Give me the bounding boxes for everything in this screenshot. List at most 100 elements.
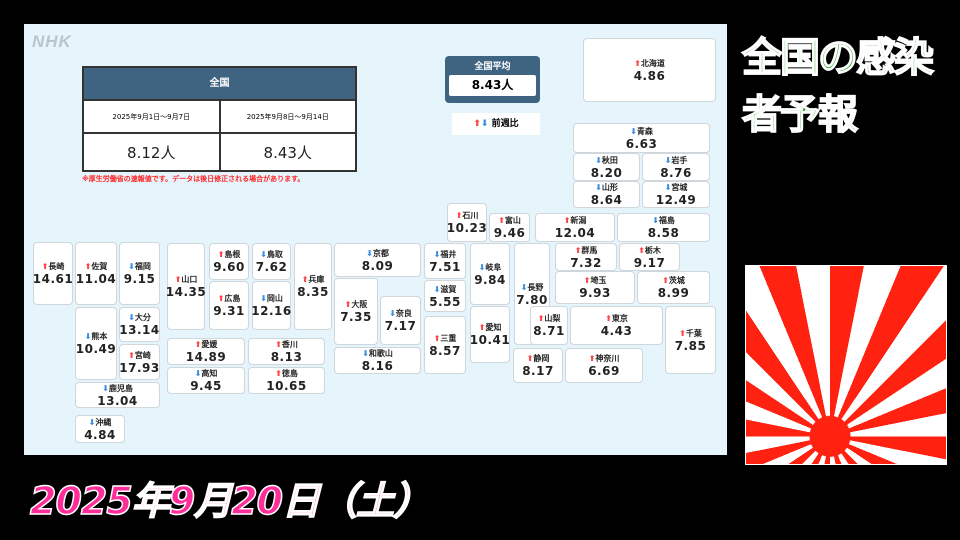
prefecture-name: 山口 [181, 275, 198, 284]
prefecture-value: 8.13 [270, 350, 303, 364]
table-header: 全国 [84, 68, 355, 99]
prefecture-value: 10.49 [75, 342, 117, 356]
prefecture-value: 5.55 [429, 294, 461, 309]
down-arrow-icon: ⬇ [520, 282, 528, 292]
prefecture-value: 8.20 [590, 165, 623, 180]
prefecture-label: ⬆群馬 [575, 245, 598, 256]
up-arrow-icon: ⬆ [275, 340, 282, 349]
up-arrow-icon: ⬆ [634, 58, 641, 68]
up-arrow-icon: ⬆ [433, 333, 441, 343]
trend-legend: ⬆⬇ 前週比 [452, 113, 540, 135]
up-arrow-icon: ⬆ [344, 300, 352, 309]
prefecture-label: ⬆兵庫 [302, 274, 325, 285]
prefecture-name: 山梨 [544, 314, 561, 323]
prefecture-name: 大分 [134, 313, 151, 322]
data-note: ※厚生労働省の速報値です。データは後日修正される場合があります。 [82, 175, 305, 183]
prefecture-label: ⬇福島 [652, 215, 675, 226]
rising-sun-flag-image [745, 265, 947, 465]
prefecture-name: 大阪 [351, 300, 368, 309]
prefecture-name: 三重 [440, 333, 457, 343]
prefecture-value: 9.31 [213, 304, 245, 318]
up-arrow-icon: ⬆ [478, 323, 486, 332]
prefecture-value: 12.04 [554, 226, 596, 240]
prefecture-name: 愛媛 [201, 340, 218, 349]
down-arrow-icon: ⬇ [88, 417, 96, 427]
value-period-1: 8.12人 [84, 132, 219, 170]
down-arrow-icon: ⬇ [194, 369, 202, 378]
up-arrow-icon: ⬆ [662, 276, 669, 285]
prefecture-value: 9.15 [123, 272, 156, 286]
prefecture-value: 9.93 [579, 286, 611, 300]
prefecture-label: ⬇岡山 [260, 293, 283, 304]
prefecture-value: 6.63 [625, 136, 658, 151]
prefecture-label: ⬇奈良 [389, 308, 412, 319]
down-arrow-icon: ⬇ [366, 248, 373, 258]
up-arrow-icon: ⬆ [588, 354, 596, 363]
up-arrow-icon: ⬆ [217, 294, 225, 303]
period-1: 2025年9月1日～9月7日 [84, 99, 219, 132]
up-arrow-icon: ⬆ [638, 245, 645, 255]
prefecture-name: 沖縄 [95, 417, 112, 427]
prefecture-name: 鳥取 [266, 250, 283, 259]
prefecture-value: 4.86 [633, 68, 666, 83]
prefecture-label: ⬇宮城 [665, 182, 688, 193]
prefecture-value: 7.51 [429, 259, 461, 274]
down-arrow-icon: ⬇ [84, 332, 92, 341]
down-arrow-icon: ⬇ [630, 126, 637, 136]
prefecture-label: ⬆大阪 [345, 299, 368, 310]
prefecture-value: 7.35 [340, 310, 372, 324]
prefecture-label: ⬇沖縄 [89, 417, 112, 428]
prefecture-value: 9.84 [474, 272, 506, 287]
prefecture-name: 熊本 [91, 332, 108, 341]
date-caption: 2025年9月20日（土） [29, 478, 432, 524]
prefecture-name: 佐賀 [91, 262, 108, 271]
legend-label: 前週比 [491, 119, 519, 129]
prefecture-name: 群馬 [581, 245, 598, 255]
prefecture-name: 山形 [601, 183, 618, 192]
prefecture-label: ⬆神奈川 [589, 353, 620, 364]
prefecture-label: ⬆徳島 [275, 368, 298, 379]
down-arrow-icon: ⬇ [664, 183, 672, 192]
up-arrow-icon: ⬆ [84, 262, 92, 271]
prefecture-value: 8.99 [657, 286, 690, 300]
down-arrow-icon: ⬇ [433, 284, 441, 294]
prefecture-name: 徳島 [281, 369, 298, 378]
prefecture-name: 埼玉 [590, 276, 607, 285]
down-arrow-icon: ⬇ [362, 349, 369, 358]
prefecture-name: 千葉 [685, 328, 702, 338]
prefecture-name: 兵庫 [308, 275, 325, 284]
prefecture-value: 14.89 [185, 350, 227, 364]
up-arrow-icon: ⬆ [41, 262, 49, 271]
prefecture-value: 7.80 [516, 292, 548, 307]
prefecture-value: 9.60 [213, 260, 245, 274]
prefecture-name: 宮崎 [134, 350, 151, 360]
prefecture-label: ⬇鳥取 [260, 249, 283, 260]
prefecture-label: ⬇大分 [128, 312, 151, 323]
prefecture-label: ⬆長崎 [42, 261, 65, 272]
prefecture-value: 7.32 [570, 255, 602, 270]
prefecture-label: ⬆香川 [275, 339, 298, 350]
prefecture-name: 茨城 [668, 276, 685, 285]
prefecture-label: ⬆茨城 [662, 275, 685, 286]
up-arrow-icon: ⬆ [563, 216, 571, 225]
up-arrow-icon: ⬆ [217, 250, 225, 259]
prefecture-name: 福島 [658, 216, 675, 225]
prefecture-name: 北海道 [640, 58, 665, 68]
